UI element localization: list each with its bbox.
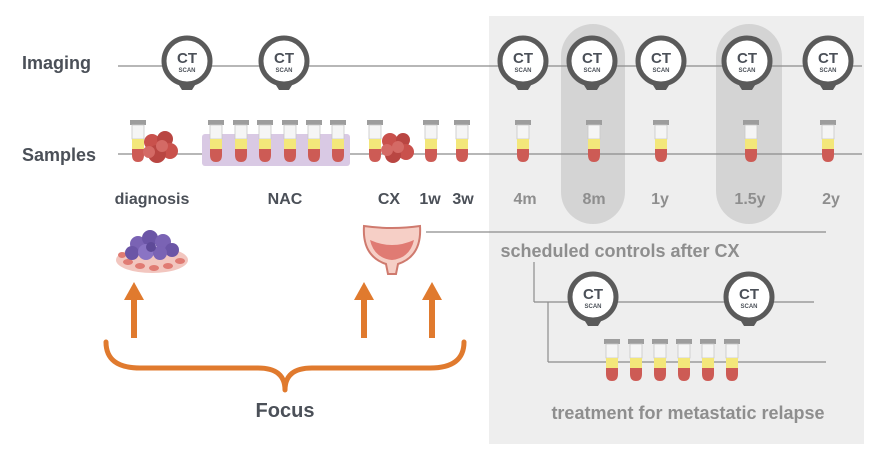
ct-scan-icon: CT SCAN bbox=[726, 274, 772, 326]
ct-scan-icon: CT SCAN bbox=[569, 38, 615, 90]
ct-scan-icon: CT SCAN bbox=[638, 38, 684, 90]
svg-text:SCAN: SCAN bbox=[275, 68, 292, 74]
timepoint-1-5y: 1.5y bbox=[734, 191, 765, 208]
blood-tube-icon bbox=[699, 338, 717, 382]
svg-text:SCAN: SCAN bbox=[178, 68, 195, 74]
blood-tube-icon bbox=[232, 119, 250, 163]
blood-tube-icon bbox=[652, 119, 670, 163]
curly-brace-icon bbox=[103, 339, 467, 393]
timepoint-2y: 2y bbox=[822, 191, 840, 208]
blood-tube-icon bbox=[742, 119, 760, 163]
svg-text:CT: CT bbox=[651, 50, 671, 67]
timepoint-3w: 3w bbox=[452, 191, 474, 208]
arrow-up-icon bbox=[422, 282, 442, 338]
scheduled-controls-panel bbox=[489, 16, 864, 444]
svg-text:SCAN: SCAN bbox=[652, 68, 669, 74]
tumor-icon bbox=[143, 131, 178, 163]
blood-tube-icon bbox=[329, 119, 347, 163]
focus-label: Focus bbox=[256, 400, 315, 422]
blood-tube-icon bbox=[651, 338, 669, 382]
blood-tube-icon bbox=[129, 119, 147, 163]
svg-text:CT: CT bbox=[583, 286, 603, 303]
svg-text:CT: CT bbox=[513, 50, 533, 67]
blood-tube-icon bbox=[366, 119, 384, 163]
ct-scan-icon: CT SCAN bbox=[570, 274, 616, 326]
bladder-icon bbox=[362, 224, 422, 275]
nac-band bbox=[202, 134, 350, 166]
blood-tube-icon bbox=[675, 338, 693, 382]
svg-text:SCAN: SCAN bbox=[584, 304, 601, 310]
imaging-row-label: Imaging bbox=[22, 53, 91, 73]
ct-scan-icon: CT SCAN bbox=[164, 38, 210, 90]
timepoint-diagnosis: diagnosis bbox=[115, 191, 190, 208]
svg-text:CT: CT bbox=[274, 50, 294, 67]
blood-tube-icon bbox=[585, 119, 603, 163]
blood-tube-icon bbox=[627, 338, 645, 382]
svg-text:SCAN: SCAN bbox=[740, 304, 757, 310]
blood-tube-icon bbox=[422, 119, 440, 163]
svg-text:CT: CT bbox=[177, 50, 197, 67]
blood-tube-icon bbox=[514, 119, 532, 163]
svg-text:SCAN: SCAN bbox=[514, 68, 531, 74]
blood-tube-icon bbox=[256, 119, 274, 163]
blood-tube-icon bbox=[305, 119, 323, 163]
timepoint-1y: 1y bbox=[651, 191, 669, 208]
ct-scan-icon: CT SCAN bbox=[724, 38, 770, 90]
blood-tube-icon bbox=[281, 119, 299, 163]
tumor-tissue-icon bbox=[116, 230, 188, 273]
timepoint-cx: CX bbox=[378, 191, 401, 208]
blood-tube-icon bbox=[207, 119, 225, 163]
blood-tube-icon bbox=[603, 338, 621, 382]
blood-tube-icon bbox=[723, 338, 741, 382]
ct-scan-icon: CT SCAN bbox=[805, 38, 851, 90]
blood-tube-icon bbox=[819, 119, 837, 163]
timepoint-nac: NAC bbox=[268, 191, 303, 208]
svg-text:SCAN: SCAN bbox=[819, 68, 836, 74]
metastatic-relapse-label: treatment for metastatic relapse bbox=[551, 403, 824, 423]
timepoint-4m: 4m bbox=[513, 191, 536, 208]
samples-row-label: Samples bbox=[22, 145, 96, 165]
svg-text:CT: CT bbox=[739, 286, 759, 303]
ct-scan-icon: CT SCAN bbox=[261, 38, 307, 90]
tumor-icon bbox=[381, 133, 414, 163]
ct-scan-icon: CT SCAN bbox=[500, 38, 546, 90]
svg-text:SCAN: SCAN bbox=[738, 68, 755, 74]
svg-text:SCAN: SCAN bbox=[583, 68, 600, 74]
scheduled-controls-label: scheduled controls after CX bbox=[500, 241, 739, 261]
svg-text:CT: CT bbox=[582, 50, 602, 67]
arrow-up-icon bbox=[124, 282, 144, 338]
svg-text:CT: CT bbox=[818, 50, 838, 67]
arrow-up-icon bbox=[354, 282, 374, 338]
blood-tube-icon bbox=[453, 119, 471, 163]
timepoint-1w: 1w bbox=[419, 191, 441, 208]
timepoint-8m: 8m bbox=[582, 191, 605, 208]
svg-text:CT: CT bbox=[737, 50, 757, 67]
